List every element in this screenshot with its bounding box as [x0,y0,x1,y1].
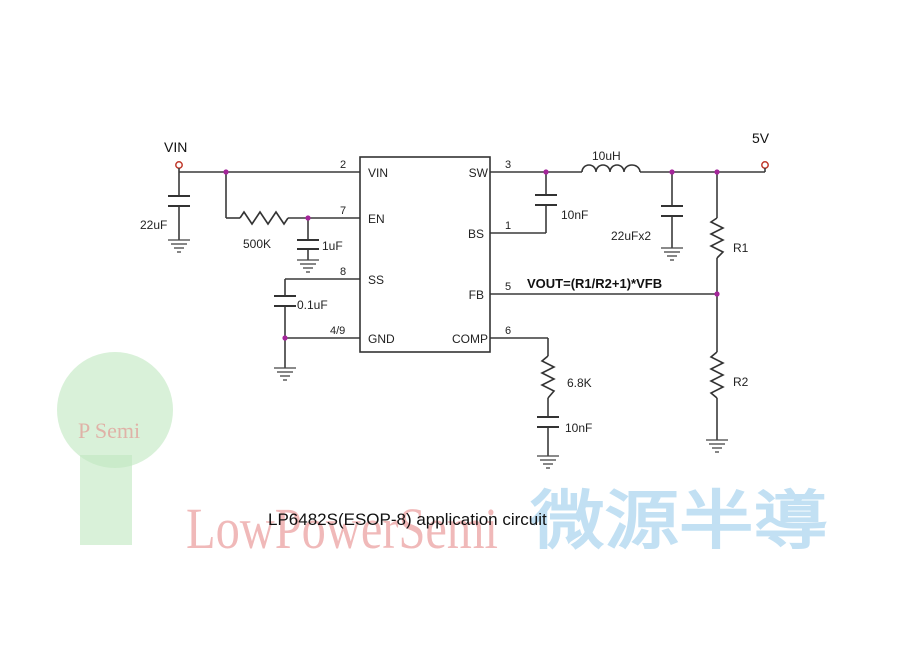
vout-terminal-icon [761,161,769,169]
pin-name-sw: SW [469,166,489,180]
ground-icon [297,259,319,273]
pin-name-gnd: GND [368,332,395,346]
pin-name-vin: VIN [368,166,388,180]
pin-name-comp: COMP [452,332,488,346]
resistor-r2-label: R2 [733,375,749,389]
resistor-r1: R1 [709,217,749,259]
cap-ss-label: 0.1uF [297,298,328,312]
net-label-vin: VIN [164,139,187,155]
watermark-brand: LowPowerSemi [186,496,498,561]
pin-num-comp: 6 [505,325,511,337]
pin-num-vin: 2 [340,159,346,171]
cap-ss: 0.1uF [274,295,328,312]
pin-num-sw: 3 [505,159,511,171]
cap-bootstrap-label: 10nF [561,208,588,222]
cap-en: 1uF [297,239,343,253]
watermark-logo-text: P Semi [78,418,140,443]
cap-output: 22uFx2 [611,205,683,243]
ground-icon [168,239,190,253]
cap-comp: 10nF [537,416,592,435]
pin-name-bs: BS [468,227,484,241]
pin-num-gnd: 4/9 [330,325,345,337]
pin-num-bs: 1 [505,220,511,232]
resistor-r2: R2 [709,351,749,399]
junctions [223,169,720,341]
net-label-vout: 5V [752,130,770,146]
pin-num-en: 7 [340,205,346,217]
watermark: P Semi LowPowerSemi 微源半導 [57,352,828,561]
resistor-comp: 6.8K [540,355,592,399]
inductor: 10uH [581,149,641,173]
ground-icon [537,455,559,469]
resistor-r1-label: R1 [733,241,749,255]
pin-num-fb: 5 [505,281,511,293]
ground-icon [274,367,296,381]
resistor-en-label: 500K [243,237,271,251]
cap-input-label: 22uF [140,218,167,232]
inductor-label: 10uH [592,149,621,163]
watermark-brand-cn: 微源半導 [529,485,828,559]
diagram-caption: LP6482S(ESOP-8) application circuit [268,510,547,529]
ground-icon [661,247,683,261]
watermark-bulb-logo: P Semi [57,352,173,545]
vout-formula: VOUT=(R1/R2+1)*VFB [527,276,662,291]
pin-name-fb: FB [469,288,484,302]
pin-name-en: EN [368,212,385,226]
pin-num-ss: 8 [340,266,346,278]
cap-en-label: 1uF [322,239,343,253]
ic-left-pins: 2 VIN 7 EN 8 SS 4/9 GND [330,159,395,346]
ground-symbols [168,239,728,469]
ground-icon [706,439,728,453]
cap-bootstrap: 10nF [535,194,588,222]
cap-output-label: 22uFx2 [611,229,651,243]
resistor-en: 500K [239,210,289,251]
cap-input: 22uF [140,195,190,232]
wires [178,171,765,456]
pin-name-ss: SS [368,273,384,287]
cap-comp-label: 10nF [565,421,592,435]
vin-terminal-icon [175,161,183,169]
resistor-comp-label: 6.8K [567,376,592,390]
ic-body [359,156,491,353]
ic-right-pins: SW 3 BS 1 FB 5 COMP 6 [452,159,511,346]
